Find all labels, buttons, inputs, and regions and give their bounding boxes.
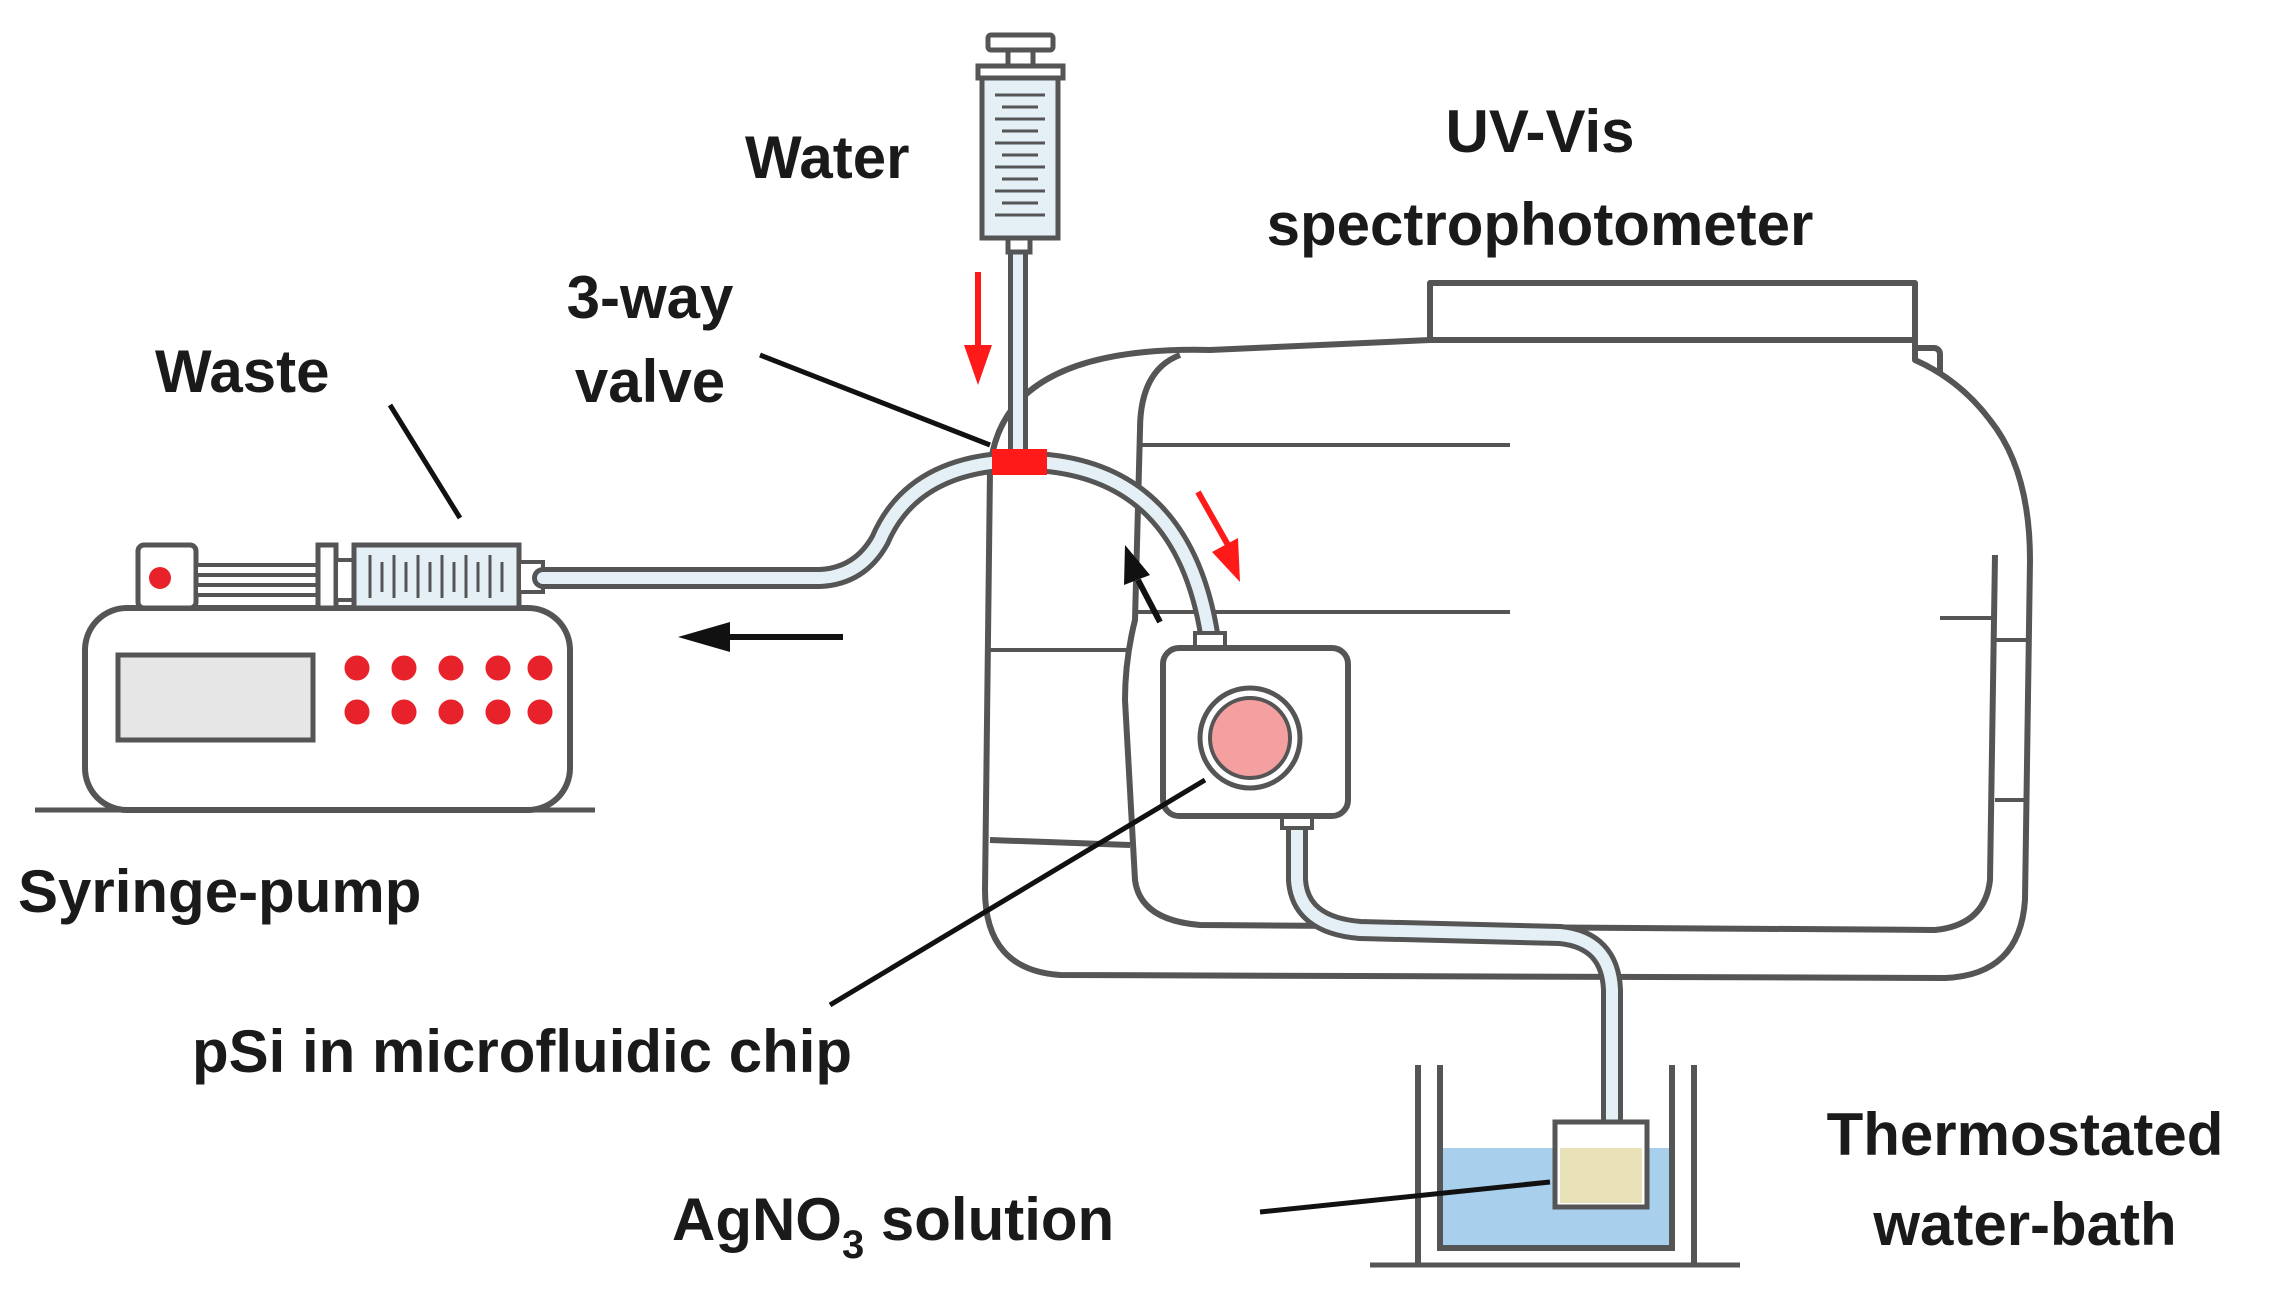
spectrophotometer-icon [982, 280, 2033, 981]
pump-buttons [344, 655, 553, 725]
arrow-diag-black-icon [1124, 545, 1163, 624]
arrow-down-red-icon [964, 272, 992, 385]
syringe-icon [975, 32, 1066, 255]
water-label: Water [745, 124, 909, 191]
microfluidic-chip-icon [1160, 631, 1351, 830]
bath-label-line1: Thermostated [1827, 1101, 2224, 1168]
callout-lines [387, 352, 1551, 1215]
uv-vis-label-line2: spectrophotometer [1267, 191, 1814, 258]
uv-vis-label-line1: UV-Vis [1446, 98, 1635, 165]
agno3-prefix: AgNO [672, 1186, 842, 1253]
syringe-pump-label: Syringe-pump [18, 858, 421, 925]
valve-label-line1: 3-way [567, 264, 734, 331]
waste-label: Waste [155, 338, 330, 405]
water-bath-icon [1370, 1065, 1740, 1268]
agno3-suffix: solution [864, 1186, 1114, 1253]
bath-label-line2: water-bath [1872, 1191, 2176, 1258]
syringe-pump-icon [35, 542, 595, 813]
flow-arrows [678, 272, 1240, 652]
arrow-diag-red-icon [1195, 490, 1240, 582]
valve-label-line2: valve [575, 348, 725, 415]
valve-icon [992, 449, 1047, 475]
agno3-subscript: 3 [842, 1223, 864, 1267]
agno3-label: AgNO3 solution [672, 1186, 1114, 1267]
arrow-left-black-icon [678, 622, 843, 652]
tubing [532, 235, 1623, 1136]
psi-chip-label: pSi in microfluidic chip [192, 1018, 852, 1085]
